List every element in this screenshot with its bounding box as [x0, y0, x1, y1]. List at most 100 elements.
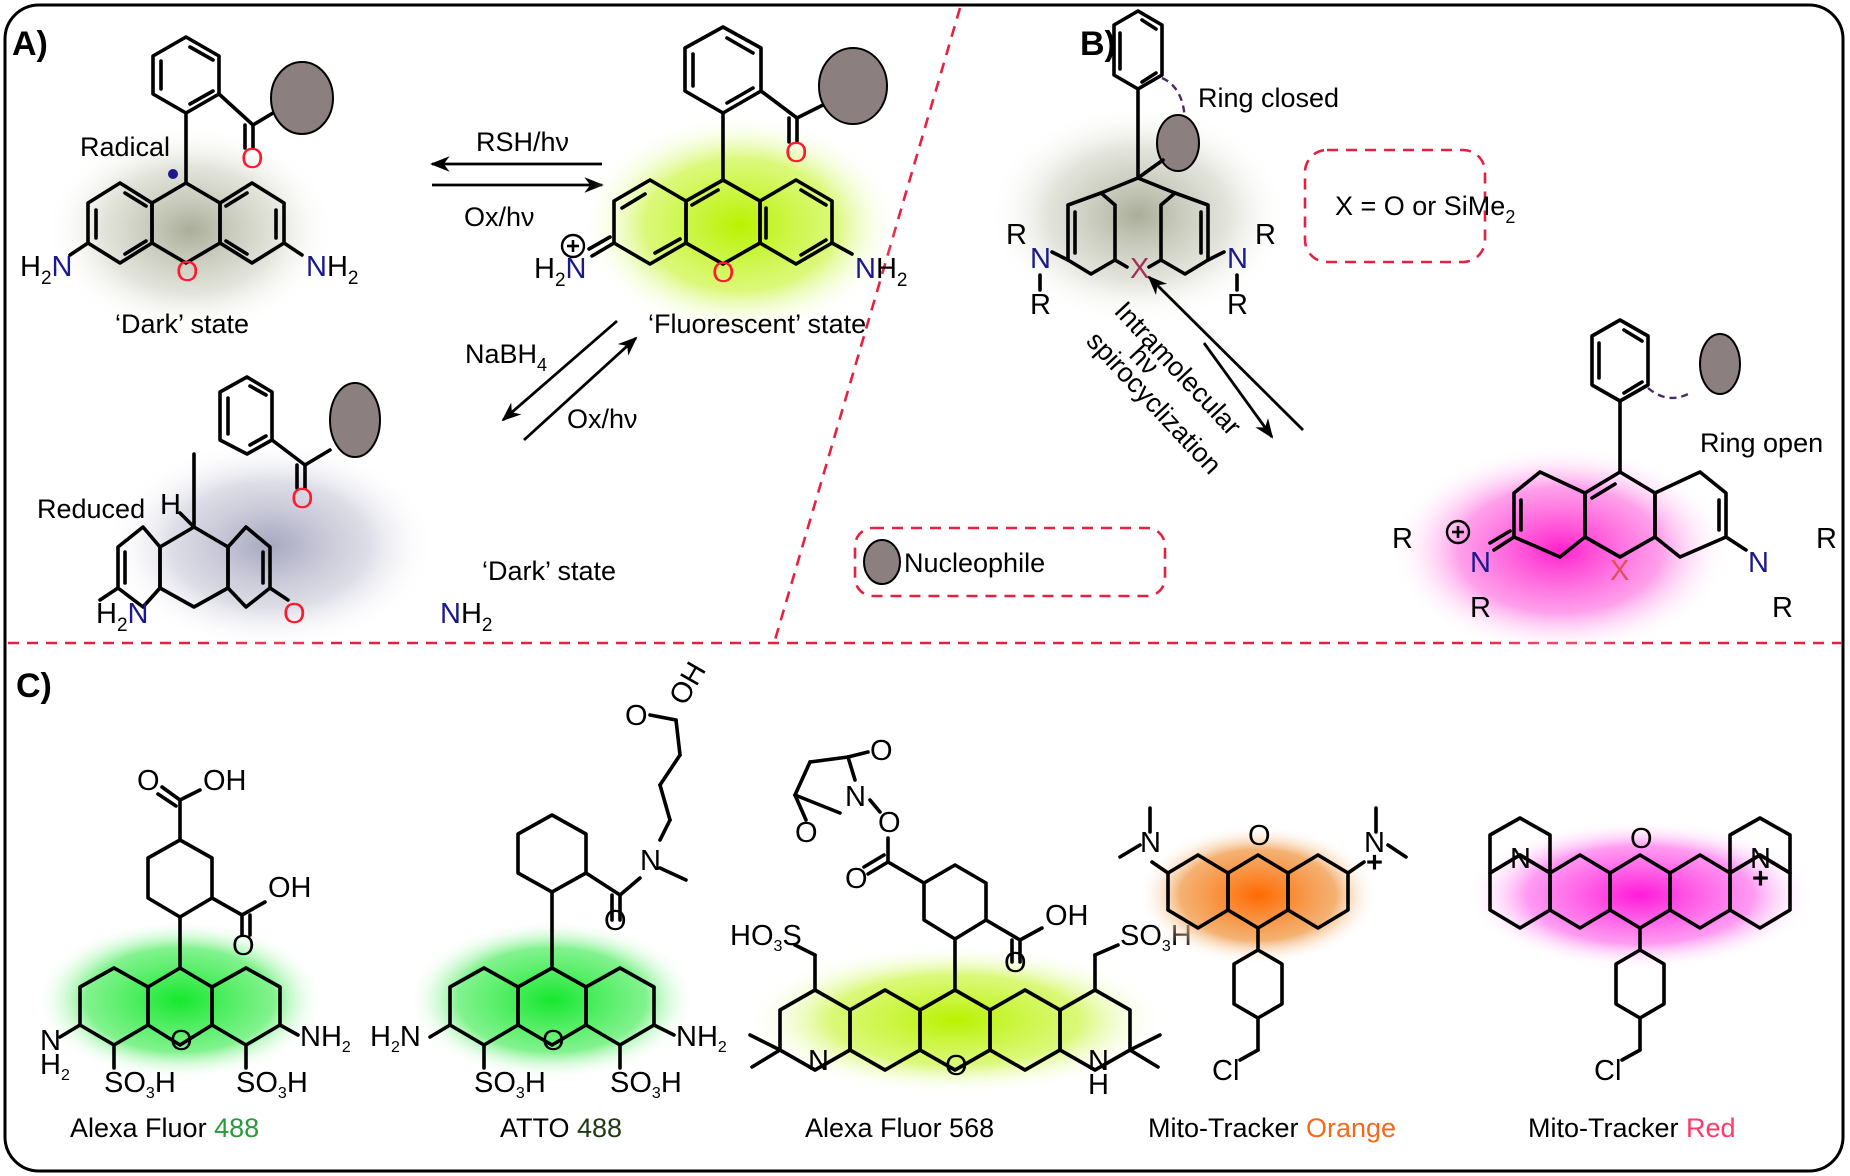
glow-orange [1138, 825, 1378, 965]
glow-pink [1390, 445, 1730, 655]
x-definition-box [1303, 148, 1487, 264]
svg-text:NH2: NH2 [440, 598, 492, 636]
svg-text:N: N [1088, 1045, 1109, 1077]
glow-gray [988, 105, 1288, 325]
svg-text:R: R [1816, 523, 1837, 555]
svg-text:SO3H: SO3H [610, 1067, 682, 1102]
svg-text:O: O [845, 863, 868, 895]
atom-o: O [241, 143, 264, 175]
svg-text:N: N [1140, 827, 1161, 859]
svg-text:O: O [1004, 947, 1027, 979]
dye-label-atto-488: ATTO 488 [500, 1113, 622, 1143]
svg-text:H: H [1088, 1069, 1109, 1101]
svg-text:H2N: H2N [96, 598, 148, 636]
arrow-spirocyclization [1147, 275, 1304, 431]
svg-text:N: N [808, 1045, 829, 1077]
molecule-alexa-568: O O N O O O OH HO3S SO3H N N H O [730, 735, 1192, 1101]
molecule-fluorescent: O H2N NH2 O [534, 25, 907, 335]
svg-text:N: N [1510, 843, 1531, 875]
molecule-mitotracker-orange: N N + O Cl [1118, 806, 1408, 1087]
svg-text:R: R [1227, 289, 1248, 321]
radical-label: Radical [80, 132, 170, 162]
svg-text:X: X [1610, 555, 1629, 587]
svg-text:O: O [625, 700, 648, 732]
svg-text:O: O [1630, 823, 1653, 855]
ring-closed-label: Ring closed [1198, 83, 1339, 113]
svg-text:OH: OH [663, 657, 712, 711]
svg-text:OH: OH [268, 872, 312, 904]
svg-text:N: N [1748, 547, 1769, 579]
glow-magenta [1465, 820, 1815, 970]
svg-text:O: O [1248, 820, 1271, 852]
glow-lime [580, 115, 900, 335]
nucleophile-ball [1156, 114, 1200, 172]
svg-text:O: O [878, 807, 901, 839]
arrow-label-ox: Ox/hν [464, 202, 535, 232]
svg-text:H2N: H2N [20, 251, 72, 289]
svg-text:N: N [1470, 547, 1491, 579]
glow-lime [745, 945, 1165, 1095]
arrow-hv [1202, 342, 1274, 439]
svg-text:N: N [845, 781, 866, 813]
svg-text:O: O [291, 483, 314, 515]
svg-text:R: R [1772, 592, 1793, 624]
dark-state-label-2: ‘Dark’ state [482, 556, 616, 586]
svg-text:Cl: Cl [1594, 1055, 1621, 1087]
ring-open-label: Ring open [1700, 428, 1823, 458]
arrow-label-nabh4: NaBH4 [465, 339, 547, 375]
dye-label-mitotracker-orange: Mito-Tracker Orange [1148, 1113, 1396, 1143]
nucleophile-ball [270, 61, 334, 135]
svg-text:HO3S: HO3S [730, 920, 802, 955]
glow-green [407, 920, 697, 1080]
svg-text:O: O [232, 930, 255, 962]
svg-text:O: O [283, 598, 306, 630]
svg-text:O: O [542, 1025, 565, 1057]
glow-gray [45, 125, 335, 335]
svg-text:X: X [1130, 253, 1149, 285]
svg-text:H2N: H2N [534, 253, 586, 291]
molecule-mitotracker-red: N N + O Cl [1465, 816, 1815, 1087]
svg-text:SO3H: SO3H [236, 1067, 308, 1102]
nucleophile-ball-legend [863, 539, 901, 585]
panel-label-c: C) [16, 667, 52, 705]
svg-text:SO3H: SO3H [474, 1067, 546, 1102]
svg-text:SO3H: SO3H [104, 1067, 176, 1102]
divider-diagonal [773, 7, 962, 641]
svg-text:N: N [1030, 243, 1051, 275]
panel-label-a: A) [12, 25, 48, 63]
nucleophile-ball [1699, 333, 1741, 395]
svg-text:O: O [170, 1025, 193, 1057]
svg-text:NH2: NH2 [300, 1021, 351, 1056]
dye-label-alexa-568: Alexa Fluor 568 [805, 1113, 994, 1143]
svg-text:R: R [1470, 592, 1491, 624]
svg-text:OH: OH [203, 765, 247, 797]
svg-text:N: N [640, 845, 661, 877]
svg-text:N: N [40, 1025, 61, 1057]
nucleophile-legend-box [853, 526, 1167, 598]
svg-text:H: H [160, 489, 181, 521]
figure-frame [3, 3, 1845, 1173]
svg-text:O: O [945, 1050, 968, 1082]
svg-text:+: + [1366, 847, 1383, 879]
svg-text:Cl: Cl [1212, 1055, 1239, 1087]
molecule-atto-488: O N O OH H2N NH2 SO3H SO3H O [370, 657, 727, 1102]
nucleophile-ball [818, 47, 888, 125]
arrow-label-oxhv-2: Ox/hν [567, 404, 638, 434]
molecule-reduced: O H H2N NH2 O [96, 375, 492, 650]
svg-text:O: O [785, 137, 808, 169]
svg-text:O: O [137, 765, 160, 797]
svg-text:NH2: NH2 [676, 1021, 727, 1056]
svg-text:R: R [1392, 523, 1413, 555]
arrow-reduce [501, 319, 618, 422]
dark-state-label-1: ‘Dark’ state [115, 309, 249, 339]
radical-dot [168, 169, 178, 179]
svg-text:O: O [870, 735, 893, 767]
svg-text:R: R [1006, 219, 1027, 251]
x-definition: X = O or SiMe2 [1335, 191, 1515, 227]
arrow-oxidize [523, 336, 638, 442]
molecule-ring-open: N N R R R R X [1390, 318, 1837, 655]
svg-text:R: R [1030, 289, 1051, 321]
